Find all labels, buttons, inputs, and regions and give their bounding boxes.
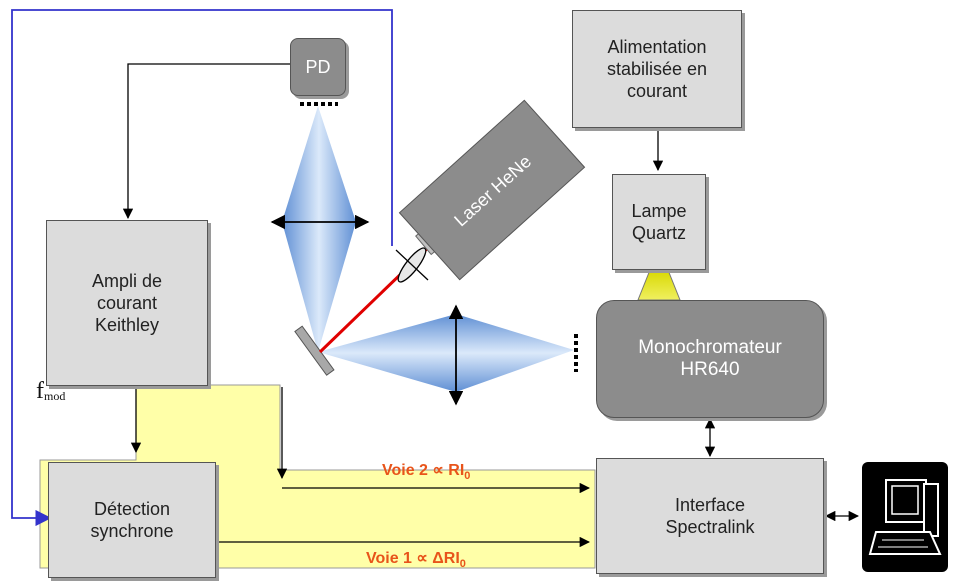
alimentation-block: Alimentation stabilisée en courant [572,10,742,128]
chopper-spindle [395,249,429,281]
computer-icon [862,462,948,572]
voie1-sub: 0 [459,558,466,571]
ampli-block: Ampli de courant Keithley [46,220,208,386]
voie1-label: Voie 1 ∝ ΔRI0 [366,548,466,570]
lamp-glow [637,269,681,301]
fmod-label: fmod [36,378,65,405]
pd-to-ampli-line [122,63,290,220]
voie1-main: Voie 1 ∝ ΔRI [366,550,460,567]
voie2-sub: 0 [464,470,471,483]
beam-vertical [282,106,356,352]
lampe-block: Lampe Quartz [612,174,706,270]
laser-henet-body [398,99,586,281]
fmod-main: f [36,378,44,404]
pd-block: PD [290,38,346,96]
detection-block: Détection synchrone [48,462,216,578]
monochromateur-block: Monochromateur HR640 [596,300,824,418]
computer-icon-drawing [868,479,942,555]
reference-feedback-line [11,9,393,527]
mirror [294,325,335,376]
laser-henet-group: Laser HeNe [398,99,586,281]
voie2-label: Voie 2 ∝ RI0 [382,460,470,482]
voie2-main: Voie 2 ∝ RI [382,462,465,479]
fmod-sub: mod [44,389,66,403]
interface-block: Interface Spectralink [596,458,824,574]
beam-horizontal [318,314,574,392]
